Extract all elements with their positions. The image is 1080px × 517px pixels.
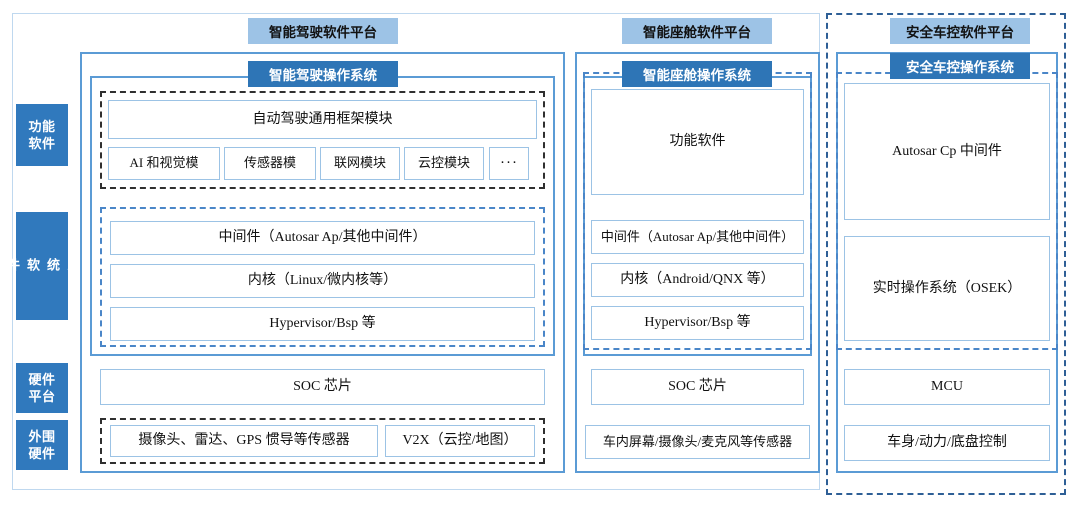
os-title-intelligent-cockpit: 智能座舱操作系统 bbox=[622, 61, 772, 87]
function-module-ai-vision: AI 和视觉模 bbox=[108, 147, 220, 180]
platform-title-intelligent-driving: 智能驾驶软件平台 bbox=[248, 18, 398, 44]
side-label-hardware-platform-line1: 硬件 bbox=[28, 372, 56, 387]
side-label-peripheral-hardware-line2: 硬件 bbox=[28, 446, 56, 461]
soc-chip-intelligent-cockpit: SOC 芯片 bbox=[591, 369, 804, 405]
peripheral-group-intelligent-driving bbox=[100, 418, 545, 464]
side-label-system-software-line3: 软 bbox=[25, 258, 40, 274]
framework-module-intelligent-driving: 自动驾驶通用框架模块 bbox=[108, 100, 537, 139]
middleware-intelligent-driving: 中间件（Autosar Ap/其他中间件） bbox=[110, 221, 535, 255]
v2x-intelligent-driving: V2X（云控/地图） bbox=[385, 425, 535, 457]
hypervisor-intelligent-cockpit: Hypervisor/Bsp 等 bbox=[591, 306, 804, 340]
function-module-cloud-control: 云控模块 bbox=[404, 147, 484, 180]
side-label-system-software-line2: 统 bbox=[45, 258, 60, 274]
os-title-intelligent-driving: 智能驾驶操作系统 bbox=[248, 61, 398, 87]
kernel-intelligent-cockpit: 内核（Android/QNX 等） bbox=[591, 263, 804, 297]
mcu-safety-vehicle-control: MCU bbox=[844, 369, 1050, 405]
system-software-group-intelligent-driving bbox=[100, 207, 545, 347]
hypervisor-intelligent-driving: Hypervisor/Bsp 等 bbox=[110, 307, 535, 341]
platform-title-intelligent-cockpit: 智能座舱软件平台 bbox=[622, 18, 772, 44]
function-module-network: 联网模块 bbox=[320, 147, 400, 180]
side-label-hardware-platform-line2: 平台 bbox=[28, 389, 56, 404]
middleware-intelligent-cockpit: 中间件（Autosar Ap/其他中间件） bbox=[591, 220, 804, 254]
autosar-cp-middleware: Autosar Cp 中间件 bbox=[844, 83, 1050, 220]
side-label-hardware-platform: 硬件 平台 bbox=[16, 363, 68, 413]
body-powertrain-chassis-control: 车身/动力/底盘控制 bbox=[844, 425, 1050, 461]
side-label-peripheral-hardware: 外围 硬件 bbox=[16, 420, 68, 470]
kernel-intelligent-driving: 内核（Linux/微内核等） bbox=[110, 264, 535, 298]
sensors-intelligent-cockpit: 车内屏幕/摄像头/麦克风等传感器 bbox=[585, 425, 810, 459]
soc-chip-intelligent-driving: SOC 芯片 bbox=[100, 369, 545, 405]
function-software-intelligent-cockpit: 功能软件 bbox=[591, 89, 804, 195]
side-label-function-software-line1: 功能 bbox=[28, 119, 56, 134]
side-label-system-software-line4: 件 bbox=[5, 258, 20, 274]
side-label-system-software-line1: 系 bbox=[65, 258, 80, 274]
function-module-sensor: 传感器模 bbox=[224, 147, 316, 180]
side-label-peripheral-hardware-line1: 外围 bbox=[28, 429, 56, 444]
os-title-safety-vehicle-control: 安全车控操作系统 bbox=[890, 53, 1030, 79]
platform-title-safety-vehicle-control: 安全车控软件平台 bbox=[890, 18, 1030, 44]
rtos-safety-vehicle-control: 实时操作系统（OSEK） bbox=[844, 236, 1050, 341]
sensors-intelligent-driving: 摄像头、雷达、GPS 惯导等传感器 bbox=[110, 425, 378, 457]
function-module-more: ··· bbox=[489, 147, 529, 180]
side-label-system-software: 系 统 软 件 bbox=[5, 212, 80, 320]
column-safety-vehicle-control-outer bbox=[826, 13, 1066, 495]
side-label-function-software: 功能 软件 bbox=[16, 104, 68, 166]
function-software-group-intelligent-driving bbox=[100, 91, 545, 189]
side-label-function-software-line2: 软件 bbox=[28, 136, 56, 151]
